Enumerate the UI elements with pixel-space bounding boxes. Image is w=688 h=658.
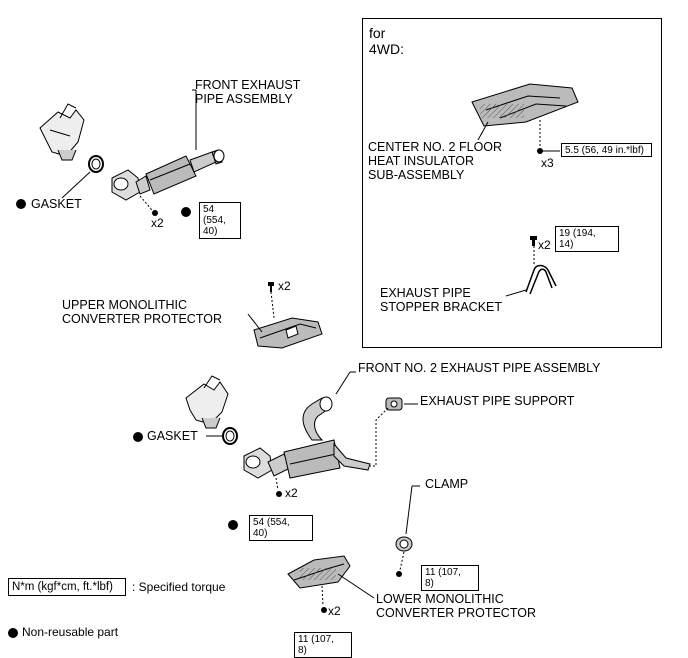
torque-front-pipe: 54 (554, 40) — [199, 202, 241, 239]
stopper-bracket-icon — [525, 264, 557, 295]
label-gasket-mid: GASKET — [147, 429, 198, 443]
heat-insulator-icon — [471, 83, 579, 127]
label-lower-protector-2: CONVERTER PROTECTOR — [376, 606, 536, 620]
label-center-insulator-1: CENTER NO. 2 FLOOR — [368, 140, 503, 154]
manifold-top-icon — [39, 103, 85, 161]
torque-front-no2: 54 (554, 40) — [249, 515, 313, 541]
front-exhaust-pipe-icon — [111, 149, 225, 201]
4wd-inset-box: for 4WD: — [362, 18, 662, 348]
qty-insulator-nuts: x3 — [541, 156, 554, 170]
label-stopper-bracket-2: STOPPER BRACKET — [380, 300, 503, 314]
qty-front-no2-nuts: x2 — [285, 486, 298, 500]
label-front-no2-pipe: FRONT NO. 2 EXHAUST PIPE ASSEMBLY — [358, 361, 601, 375]
legend-torque-desc: : Specified torque — [132, 580, 226, 594]
label-lower-protector-1: LOWER MONOLITHIC — [376, 592, 504, 606]
torque-clamp: 11 (107, 8) — [421, 565, 479, 591]
gasket-top-icon — [88, 155, 104, 173]
lower-protector-icon — [287, 555, 351, 589]
manifold-mid-icon — [185, 375, 229, 429]
legend-nonreusable-marker — [8, 628, 18, 638]
non-reusable-marker-gasket-mid — [133, 432, 143, 442]
bolt-upper-protector-icon — [268, 282, 274, 292]
inset-title-line2: 4WD: — [369, 41, 404, 57]
label-center-insulator-2: HEAT INSULATOR — [368, 154, 475, 168]
torque-bracket: 19 (194, 14) — [555, 226, 619, 252]
qty-upper-protector-bolts: x2 — [278, 279, 291, 293]
label-upper-protector-1: UPPER MONOLITHIC — [62, 298, 188, 312]
front-no2-exhaust-pipe-icon — [243, 396, 371, 479]
non-reusable-marker-gasket-top — [16, 199, 26, 209]
label-upper-protector-2: CONVERTER PROTECTOR — [62, 312, 222, 326]
gasket-mid-icon — [222, 427, 238, 445]
label-gasket-top: GASKET — [31, 197, 82, 211]
torque-insulator: 5.5 (56, 49 in.*lbf) — [561, 143, 652, 157]
legend-torque-unit: N*m (kgf*cm, ft.*lbf) — [8, 578, 126, 596]
qty-bracket-bolts: x2 — [538, 238, 551, 252]
label-stopper-bracket-1: EXHAUST PIPE — [380, 286, 471, 300]
qty-lower-protector-nuts: x2 — [328, 604, 341, 618]
inset-title-line1: for — [369, 25, 386, 41]
bolt-bracket-icon — [530, 236, 537, 246]
label-center-insulator-3: SUB-ASSEMBLY — [368, 168, 465, 182]
qty-front-pipe-nuts: x2 — [151, 216, 164, 230]
label-clamp: CLAMP — [425, 477, 469, 491]
clamp-icon — [395, 536, 413, 552]
upper-protector-icon — [247, 313, 323, 349]
non-reusable-marker-front-no2 — [228, 520, 238, 530]
exhaust-pipe-support-icon — [385, 397, 403, 411]
label-front-exhaust-pipe-2: PIPE ASSEMBLY — [195, 92, 293, 106]
legend-nonreusable-desc: Non-reusable part — [22, 625, 119, 639]
torque-lower-protector: 11 (107, 8) — [294, 632, 352, 658]
label-front-exhaust-pipe-1: FRONT EXHAUST — [195, 78, 301, 92]
non-reusable-marker-front-pipe — [181, 207, 191, 217]
label-pipe-support: EXHAUST PIPE SUPPORT — [420, 394, 575, 408]
